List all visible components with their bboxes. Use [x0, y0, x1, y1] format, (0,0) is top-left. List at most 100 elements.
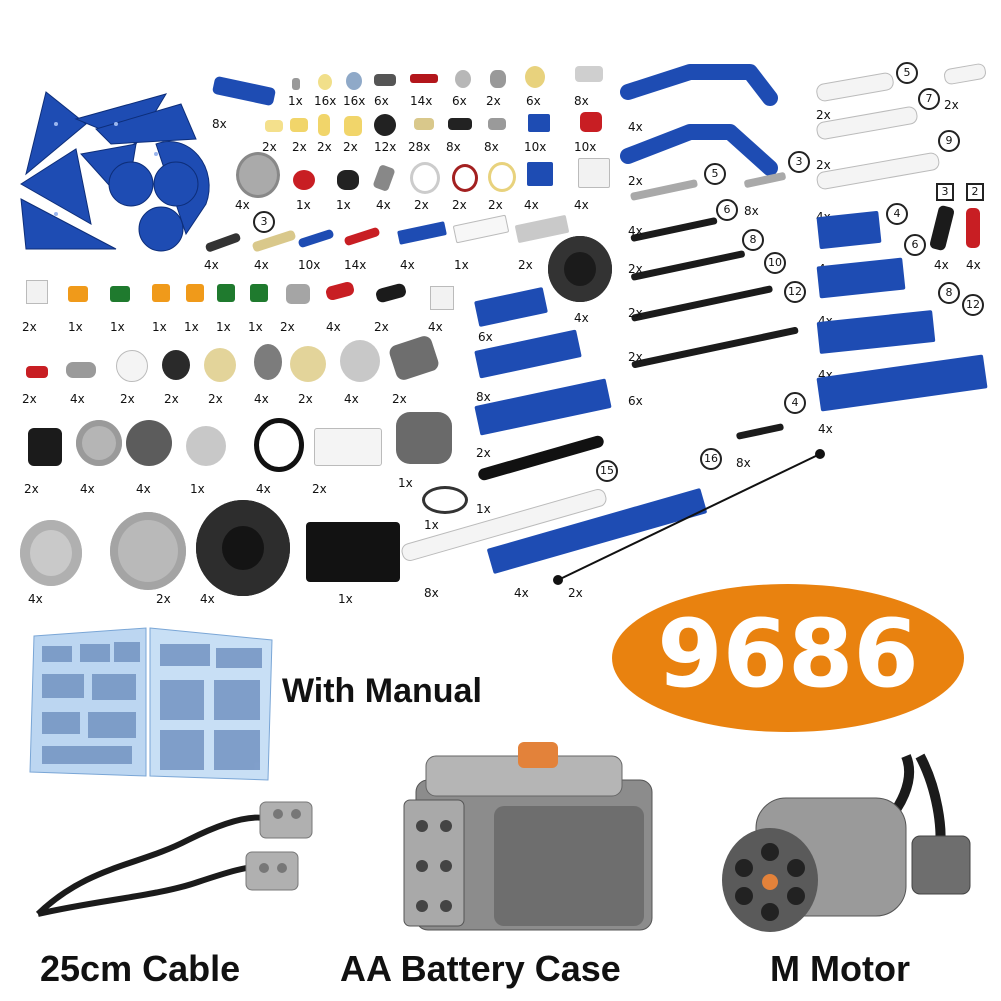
yellow-pin — [290, 118, 308, 132]
white-tile — [452, 214, 510, 244]
gray-plate — [514, 214, 570, 244]
black-rubber-band — [254, 418, 304, 472]
yellow-ring — [488, 162, 516, 192]
count-label: 4x — [376, 198, 391, 212]
white-beam-9 — [815, 151, 941, 191]
count-label: 8x — [736, 456, 751, 470]
yellow-pin-long — [318, 114, 330, 136]
manual-booklet-icon — [29, 627, 273, 781]
count-label: 4x — [254, 392, 269, 406]
count-label: 2x — [343, 140, 358, 154]
count-label: 2x — [486, 94, 501, 108]
gray-ball-joint — [490, 70, 506, 88]
count-label: 4x — [400, 258, 415, 272]
black-battery-brick — [306, 522, 400, 582]
count-label: 2x — [392, 392, 407, 406]
tan-gear — [204, 348, 236, 382]
count-label: 14x — [410, 94, 433, 108]
count-label: 8x — [476, 390, 491, 404]
size-badge: 8 — [742, 229, 764, 251]
count-label: 4x — [80, 482, 95, 496]
count-label: 8x — [424, 586, 439, 600]
blue-plate-2x4 — [474, 287, 548, 327]
count-label: 6x — [478, 330, 493, 344]
gray-wheel-hub — [236, 152, 280, 198]
red-axle — [410, 74, 438, 83]
gray-ring — [410, 162, 440, 194]
gray-link — [66, 362, 96, 378]
orange-connector — [186, 284, 204, 302]
size-badge: 10 — [764, 252, 786, 274]
count-label: 2x — [262, 140, 277, 154]
dark-connector — [374, 74, 396, 86]
gray-liftarm-triangle — [387, 334, 441, 382]
count-label: 1x — [338, 592, 353, 606]
tan-axle-pin — [251, 229, 297, 253]
count-label: 4x — [574, 198, 589, 212]
count-label: 2x — [628, 174, 643, 188]
blue-plate — [397, 221, 447, 245]
count-label: 16x — [314, 94, 337, 108]
blue-brick-4 — [816, 210, 882, 250]
count-label: 1x — [110, 320, 125, 334]
red-ring — [452, 164, 478, 192]
light-gray-bush — [575, 66, 603, 82]
battery-case-icon — [403, 742, 653, 931]
blue-brick-8 — [816, 310, 936, 354]
count-label: 1x — [190, 482, 205, 496]
count-label: 4x — [428, 320, 443, 334]
count-label: 10x — [298, 258, 321, 272]
count-label: 4x — [934, 258, 949, 272]
black-axle-12 — [631, 326, 799, 369]
size-badge: 3 — [788, 151, 810, 173]
count-label: 2x — [298, 392, 313, 406]
count-label: 2x — [317, 140, 332, 154]
count-label: 2x — [452, 198, 467, 212]
green-connector — [250, 284, 268, 302]
count-label: 1x — [296, 198, 311, 212]
red-beam-short — [324, 280, 356, 302]
gray-worm-gear — [286, 284, 310, 304]
count-label: 2x — [312, 482, 327, 496]
battery-caption: AA Battery Case — [340, 948, 621, 989]
motor-caption: M Motor — [770, 948, 910, 989]
count-label: 4x — [256, 482, 271, 496]
tan-gear — [290, 346, 326, 382]
count-label: 8x — [574, 94, 589, 108]
black-connector — [337, 170, 359, 190]
count-label: 4x — [28, 592, 43, 606]
count-label: 2x — [280, 320, 295, 334]
count-label: 4x — [326, 320, 341, 334]
black-gear-small — [162, 350, 190, 380]
white-brick-2x4 — [314, 428, 382, 466]
gray-gear-24 — [76, 420, 122, 466]
count-label: 1x — [424, 518, 439, 532]
size-badge: 4 — [784, 392, 806, 414]
size-badge: 5 — [896, 62, 918, 84]
spring-coil — [422, 486, 468, 514]
count-label: 4x — [200, 592, 215, 606]
count-label: 2x — [22, 320, 37, 334]
count-label: 2x — [476, 446, 491, 460]
orange-connector — [152, 284, 170, 302]
red-axle-pin — [343, 226, 381, 247]
white-slope — [26, 280, 48, 304]
count-label: 2x — [120, 392, 135, 406]
count-label: 14x — [344, 258, 367, 272]
size-badge: 6 — [904, 234, 926, 256]
count-label: 1x — [248, 320, 263, 334]
gray-angle-connector — [372, 163, 396, 193]
count-label: 2x — [568, 586, 583, 600]
count-label: 2x — [208, 392, 223, 406]
red-axle-connector — [966, 208, 980, 248]
count-label: 4x — [136, 482, 151, 496]
size-badge: 3 — [253, 211, 275, 233]
count-label: 4x — [254, 258, 269, 272]
count-label: 1x — [476, 502, 491, 516]
blue-brick-12 — [816, 354, 988, 412]
white-beam-5 — [815, 71, 895, 103]
size-badge: 8 — [938, 282, 960, 304]
size-badge: 7 — [918, 88, 940, 110]
count-label: 2x — [816, 158, 831, 172]
count-label: 2x — [518, 258, 533, 272]
